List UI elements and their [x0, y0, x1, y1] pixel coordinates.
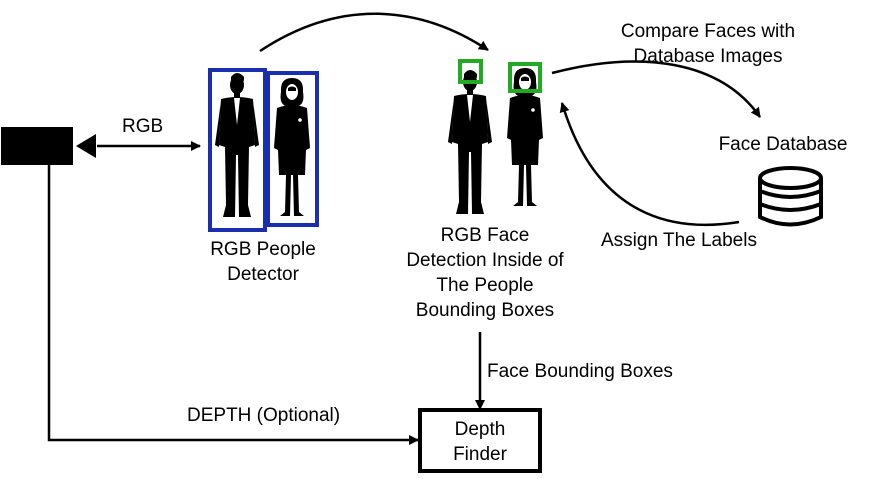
rgb-face-detection-figures: [448, 59, 543, 214]
assign-labels-arrow: [559, 102, 740, 227]
depth-optional-label: DEPTH (Optional): [187, 405, 341, 426]
person-bounding-box-woman: [266, 71, 319, 227]
rgb-people-detector-figures: [208, 68, 319, 232]
assign-labels-label: Assign The Labels: [601, 230, 757, 251]
face-bounding-boxes-label: Face Bounding Boxes: [487, 361, 673, 382]
rgb-people-detector-label: RGB People Detector: [210, 239, 316, 285]
rgb-face-detection-label: RGB Face Detection Inside of The People …: [406, 225, 564, 321]
depth-finder-box: [418, 408, 542, 473]
database-icon: [758, 166, 823, 227]
face-database-label: Face Database: [718, 134, 848, 155]
camera-icon: [1, 127, 96, 165]
compare-faces-label: Compare Faces with Database Images: [620, 21, 796, 67]
face-bounding-box-woman: [508, 62, 542, 93]
depth-finder-label: Depth Finder: [453, 419, 507, 465]
person-bounding-box-man: [208, 68, 267, 232]
rgb-label: RGB: [122, 116, 164, 137]
people-to-face-arrow: [259, 12, 489, 53]
compare-faces-arrow: [551, 60, 762, 118]
face-bounding-box-man: [458, 59, 483, 84]
depth-arrow: [47, 165, 419, 445]
